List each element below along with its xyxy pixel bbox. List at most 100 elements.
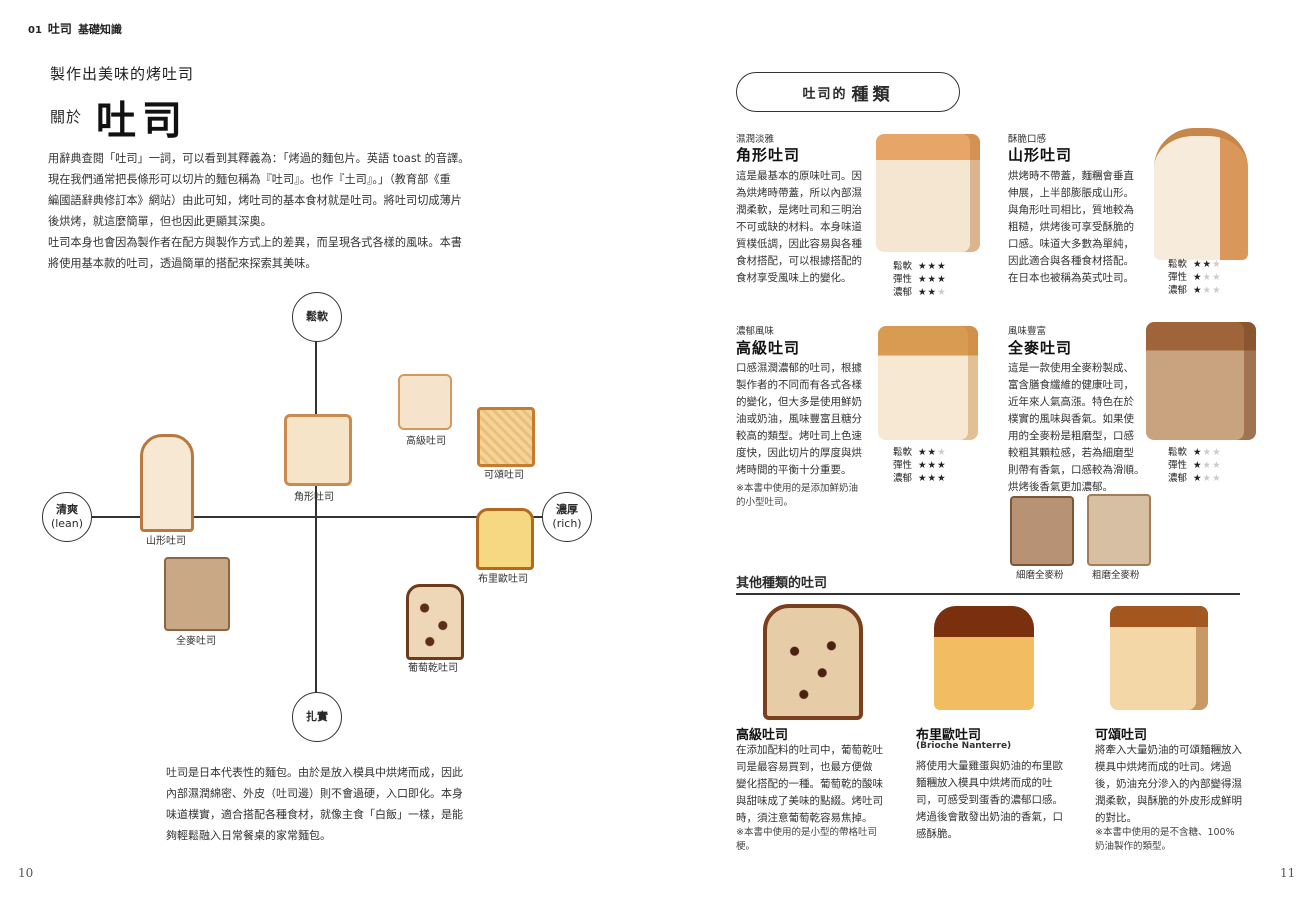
zenryuu-slice-image	[164, 557, 230, 631]
star-empty-icon: ★	[1202, 272, 1213, 283]
axis-top-text: 鬆軟	[306, 310, 328, 323]
star-filled-icon: ★	[1193, 259, 1203, 270]
note-line: 奶油製作的類型。	[1095, 841, 1172, 852]
axis-bottom-label: 扎實	[292, 692, 342, 742]
desc-line: 司，可感受到蛋香的濃郁口感。	[916, 794, 1063, 806]
koukyuu-loaf-image	[878, 326, 978, 440]
rating-label: 鬆軟	[1168, 447, 1188, 458]
variant-label: 細磨全麥粉	[1016, 570, 1064, 581]
rating-label: 彈性	[893, 274, 913, 285]
koukyuu-slice-image	[398, 374, 452, 430]
axis-bottom-text: 扎實	[306, 710, 328, 723]
other-bread-name: 高級吐司	[736, 728, 789, 743]
intro-line: 現在我們通常把長條形可以切片的麵包稱為『吐司』。也作『土司』。」（教育部《重	[48, 173, 451, 186]
bread-desc: 這是最基本的原味吐司。因 為烘烤時帶蓋，所以內部濕 潤柔軟，是烤吐司和三明治 不…	[736, 168, 876, 287]
axis-right-text: 濃厚	[556, 503, 578, 516]
bread-category: 酥脆口感	[1008, 134, 1047, 145]
star-filled-icon: ★	[927, 274, 938, 285]
horizontal-axis	[88, 516, 544, 518]
desc-line: 較高的類型。烤吐司上色速	[736, 430, 862, 442]
star-filled-icon: ★	[918, 473, 928, 484]
desc-line: 將牽入大量奶油的可頌麵糰放入	[1095, 744, 1242, 756]
stars-rich: ★★★	[918, 286, 947, 299]
about-label: 關於	[50, 108, 83, 126]
desc-line: 模具中烘烤而成的吐司。烤過	[1095, 761, 1232, 773]
star-filled-icon: ★	[1193, 447, 1203, 458]
bread-name: 山形吐司	[1008, 146, 1073, 164]
yamagata-label: 山形吐司	[146, 536, 186, 547]
star-empty-icon: ★	[1202, 285, 1213, 296]
stars-elastic: ★★★	[1193, 271, 1222, 284]
star-filled-icon: ★	[918, 447, 928, 458]
rating-label: 彈性	[1168, 460, 1188, 471]
desc-line: 製作者的不同而有各式各樣	[736, 379, 862, 391]
axis-left-text: 清爽	[56, 503, 78, 516]
star-filled-icon: ★	[937, 460, 947, 471]
divider	[736, 593, 1240, 595]
star-empty-icon: ★	[937, 447, 947, 458]
vertical-axis	[315, 338, 317, 704]
note-line: ※本書中使用的是不含糖、100%	[1095, 827, 1235, 838]
desc-line: 較粗其顆粒感，若為細磨型	[1008, 447, 1134, 459]
raisin-loaf-image	[763, 604, 863, 720]
star-filled-icon: ★	[1193, 272, 1203, 283]
note-line: 的小型吐司。	[736, 497, 794, 508]
zenryuu-loaf-image	[1146, 322, 1256, 440]
star-filled-icon: ★	[1193, 473, 1203, 484]
page-number-left: 10	[18, 866, 34, 880]
desc-line: 烤時間的平衡十分重要。	[736, 464, 852, 476]
desc-line: 則帶有香氣，口感較為滑順。	[1008, 464, 1145, 476]
bread-rating: 鬆軟★★★ 彈性★★★ 濃郁★★★	[893, 446, 947, 485]
star-empty-icon: ★	[1202, 460, 1213, 471]
desc-line: 油或奶油，風味豐富且糖分	[736, 413, 862, 425]
page-number-right: 11	[1280, 866, 1296, 880]
axis-left-sub: (lean)	[50, 517, 84, 530]
star-empty-icon: ★	[1212, 259, 1222, 270]
types-title-small: 吐司的	[802, 86, 848, 102]
croissant-loaf-image	[1110, 606, 1208, 710]
desc-line: 為烘烤時帶蓋，所以內部濕	[736, 187, 862, 199]
bread-name: 角形吐司	[736, 146, 801, 164]
desc-line: 潤柔軟，與酥脆的外皮形成鮮明	[1095, 795, 1242, 807]
coarse-wholewheat-slice-image	[1087, 494, 1151, 566]
star-empty-icon: ★	[1212, 285, 1222, 296]
rating-label: 鬆軟	[893, 447, 913, 458]
other-bread-name: 布里歐吐司	[916, 728, 982, 743]
desc-line: 與甜味成了美味的點綴。烤吐司	[736, 795, 883, 807]
bottom-line: 夠輕鬆融入日常餐桌的家常麵包。	[166, 829, 331, 842]
desc-line: 時，須注意葡萄乾容易焦掉。	[736, 812, 873, 824]
bread-rating: 鬆軟★★★ 彈性★★★ 濃郁★★★	[1168, 446, 1222, 485]
rating-label: 鬆軟	[1168, 259, 1188, 270]
bread-category: 濕潤淡雅	[736, 134, 775, 145]
desc-line: 粗糙，烘烤後可享受酥脆的	[1008, 221, 1134, 233]
koukyuu-label: 高級吐司	[406, 436, 446, 447]
star-filled-icon: ★	[1193, 460, 1203, 471]
brioche-slice-image	[476, 508, 534, 570]
desc-line: 司是最容易買到，也最方便做	[736, 761, 873, 773]
rating-label: 彈性	[893, 460, 913, 471]
other-bread-desc: 將使用大量雞蛋與奶油的布里歐 麵糰放入模具中烘烤而成的吐 司，可感受到蛋香的濃郁…	[916, 758, 1076, 843]
desc-line: 在日本也被稱為英式吐司。	[1008, 272, 1134, 284]
star-empty-icon: ★	[1212, 272, 1222, 283]
star-filled-icon: ★	[937, 274, 947, 285]
stars-rich: ★★★	[1193, 284, 1222, 297]
kakugata-slice-image	[284, 414, 352, 486]
other-bread-note: ※本書中使用的是小型的帶格吐司 梗。	[736, 826, 877, 854]
desc-line: 將使用大量雞蛋與奶油的布里歐	[916, 760, 1063, 772]
kurowassan-label: 可頌吐司	[484, 470, 524, 481]
brioche-loaf-image	[934, 606, 1034, 710]
other-types-heading: 其他種類的吐司	[736, 576, 828, 591]
star-filled-icon: ★	[1193, 285, 1203, 296]
kurowassan-slice-image	[477, 407, 535, 467]
page-title: 吐司	[96, 98, 188, 144]
variant-label: 粗磨全麥粉	[1092, 570, 1140, 581]
bread-category: 風味豐富	[1008, 326, 1047, 337]
star-filled-icon: ★	[927, 261, 938, 272]
yamagata-slice-image	[140, 434, 194, 532]
star-filled-icon: ★	[918, 274, 928, 285]
bread-desc: 口感濕潤濃郁的吐司，根據 製作者的不同而有各式各樣 的變化，但大多是使用鮮奶 油…	[736, 360, 876, 479]
desc-line: 與角形吐司相比，質地較為	[1008, 204, 1134, 216]
stars-fluffy: ★★★	[918, 446, 947, 459]
stars-rich: ★★★	[1193, 472, 1222, 485]
